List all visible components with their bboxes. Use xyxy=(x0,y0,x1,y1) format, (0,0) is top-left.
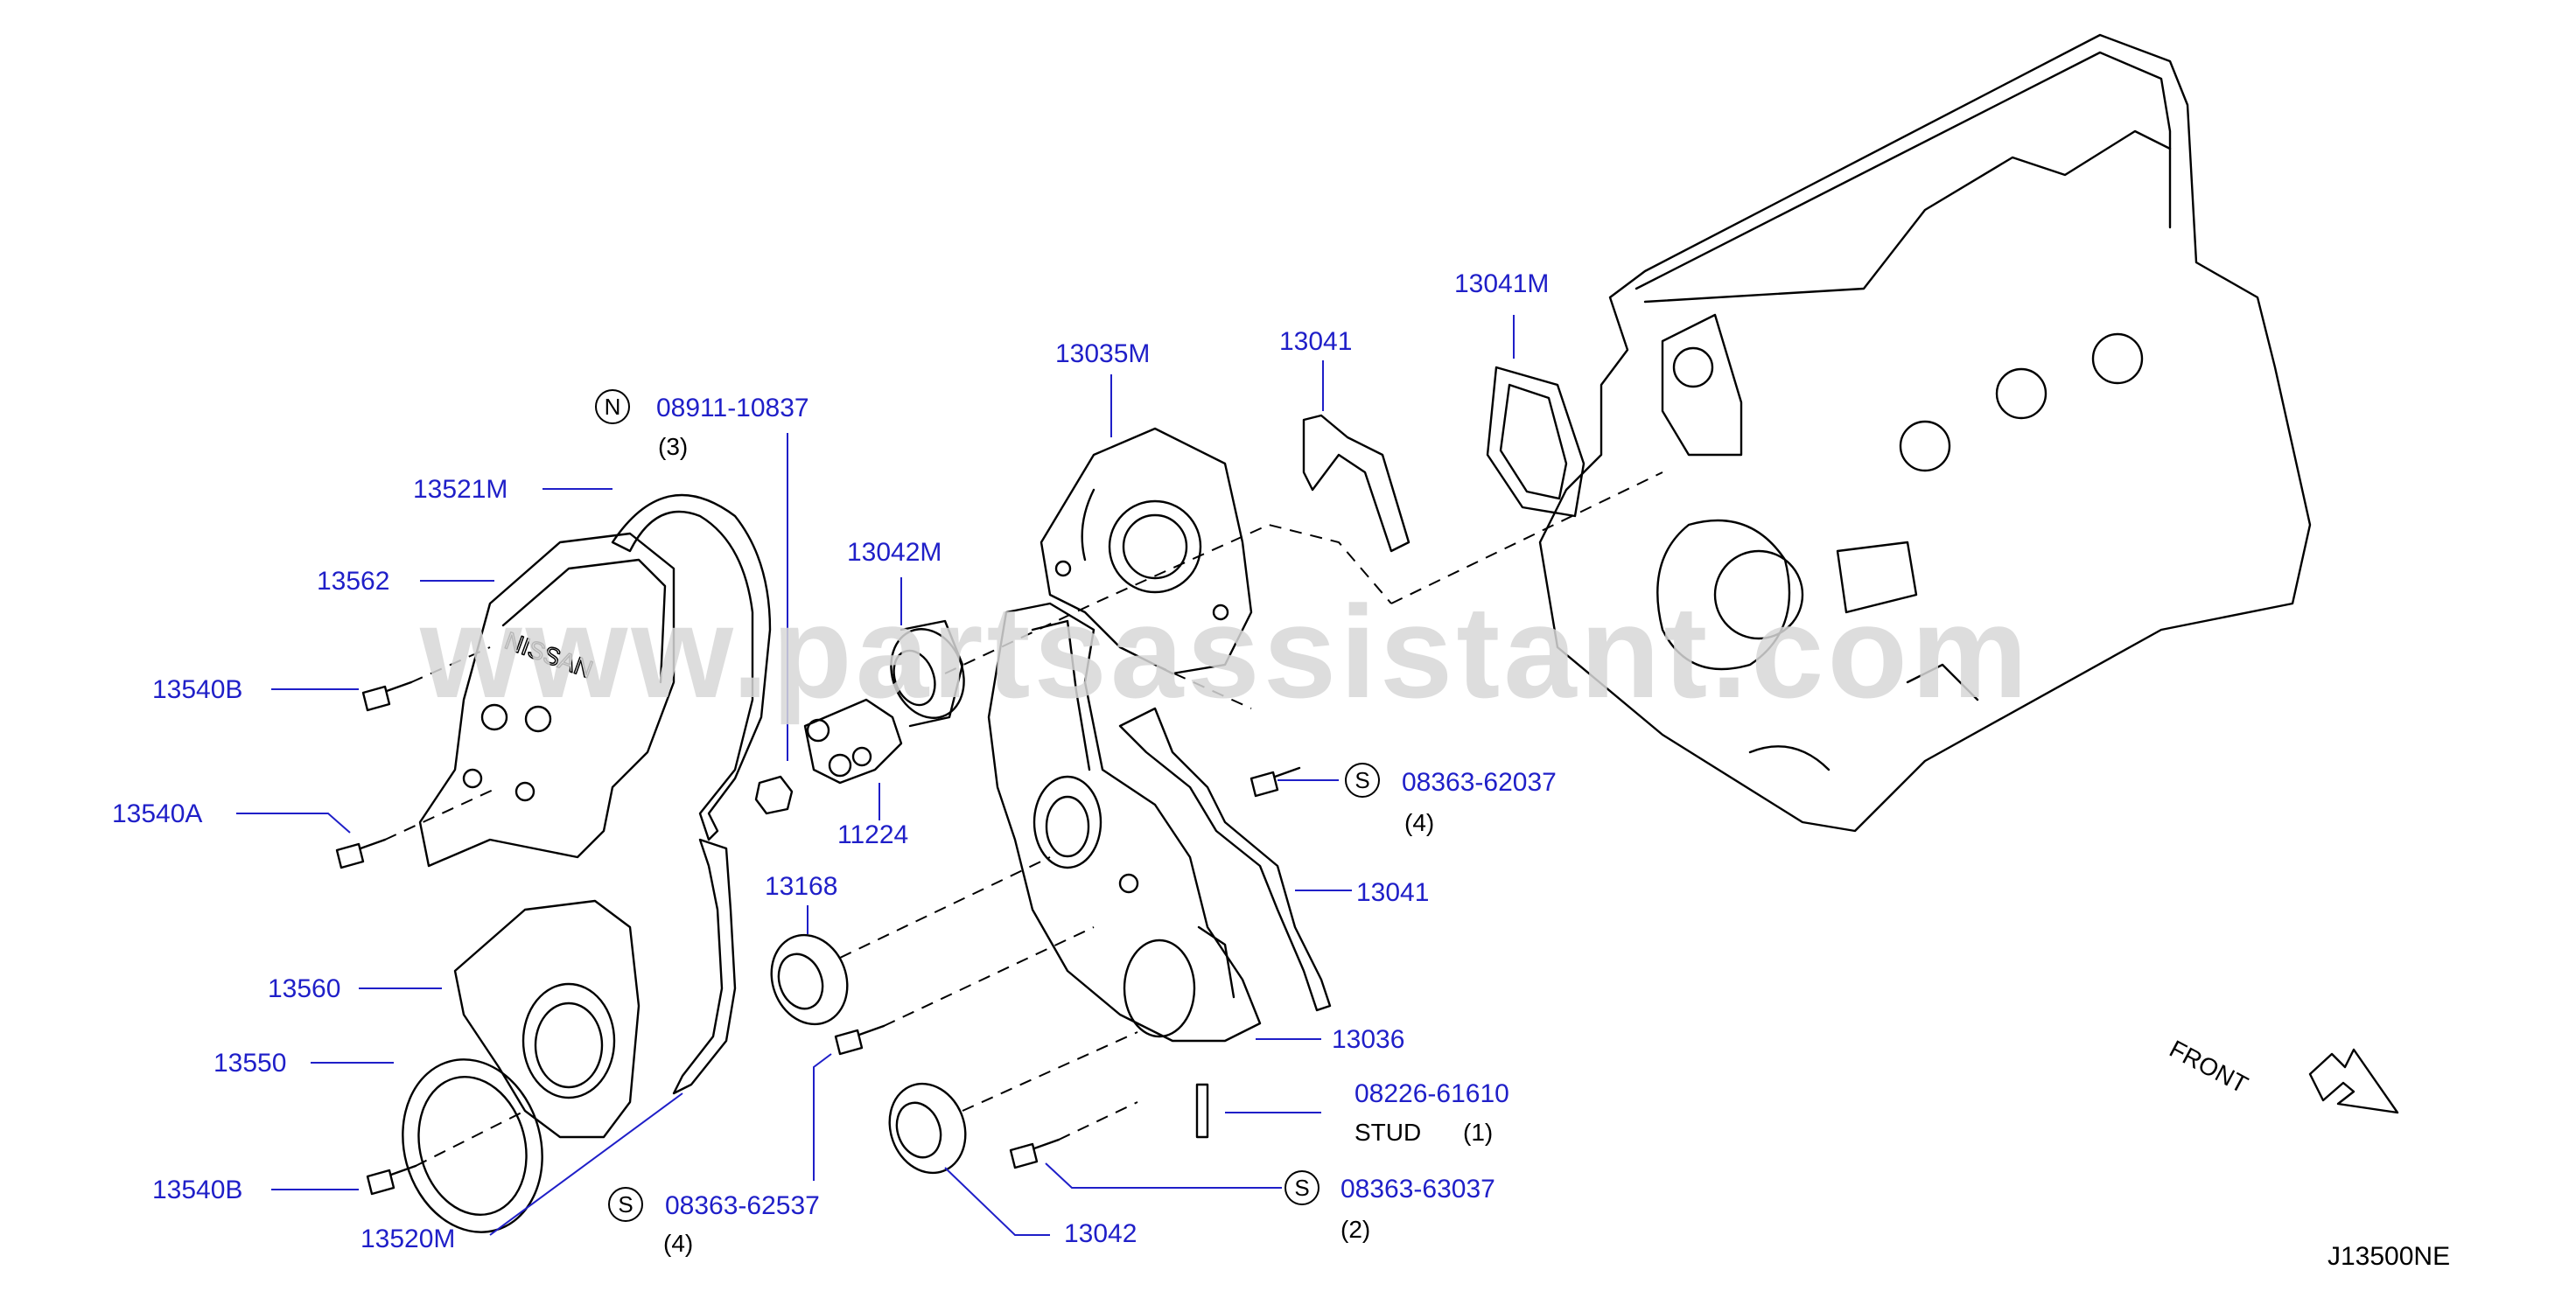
s-symbol-62037: S xyxy=(1345,763,1380,798)
label-13540b-top[interactable]: 13540B xyxy=(152,675,243,704)
bolts xyxy=(335,680,1301,1196)
qty-4-bottom: (4) xyxy=(663,1230,694,1257)
watermark: www.partsassistant.com xyxy=(420,578,2032,725)
label-13560[interactable]: 13560 xyxy=(268,974,341,1003)
front-arrow-icon xyxy=(2308,1048,2399,1114)
qty-3: (3) xyxy=(658,433,689,460)
diagram-code: J13500NE xyxy=(2328,1242,2451,1271)
assembly-lines xyxy=(384,471,1663,1167)
label-08363-62037[interactable]: 08363-62037 xyxy=(1402,768,1557,797)
label-08363-62537[interactable]: 08363-62537 xyxy=(665,1191,820,1220)
tensioner-11224 xyxy=(803,698,903,785)
leader-lines xyxy=(236,315,1515,1236)
label-13041-top[interactable]: 13041 xyxy=(1279,327,1353,356)
label-08911-10837[interactable]: 08911-10837 xyxy=(656,394,809,422)
gasket-13041-top xyxy=(1302,414,1410,553)
label-13041m[interactable]: 13041M xyxy=(1454,269,1550,298)
gasket-13041-mid xyxy=(1118,707,1332,1012)
label-13540b-bottom[interactable]: 13540B xyxy=(152,1176,243,1204)
gasket-13520m xyxy=(672,838,737,1095)
seal-13168 xyxy=(770,933,849,1026)
label-13041-mid[interactable]: 13041 xyxy=(1356,878,1430,907)
qty-4-right: (4) xyxy=(1404,809,1435,836)
label-13540a[interactable]: 13540A xyxy=(112,799,203,828)
label-08226-61610[interactable]: 08226-61610 xyxy=(1354,1079,1509,1108)
label-13520m[interactable]: 13520M xyxy=(360,1225,456,1253)
s-symbol-63037: S xyxy=(1284,1170,1320,1205)
qty-1: (1) xyxy=(1463,1119,1494,1146)
engine-block xyxy=(1538,33,2312,833)
rear-cover-13035m xyxy=(1040,427,1253,675)
label-13521m[interactable]: 13521M xyxy=(413,475,508,504)
qty-2: (2) xyxy=(1340,1216,1371,1243)
plate-13550 xyxy=(402,1058,543,1233)
seal-13042m xyxy=(890,619,965,728)
label-13562[interactable]: 13562 xyxy=(317,567,390,596)
n-symbol: N xyxy=(595,389,630,424)
lower-cover-13560 xyxy=(453,899,640,1139)
label-13042[interactable]: 13042 xyxy=(1064,1219,1138,1248)
label-08363-63037[interactable]: 08363-63037 xyxy=(1340,1175,1495,1204)
nut-08911 xyxy=(754,775,794,815)
s-symbol-62537: S xyxy=(608,1187,643,1222)
front-case-13036 xyxy=(987,602,1262,1043)
label-13550[interactable]: 13550 xyxy=(214,1049,287,1078)
seal-13042 xyxy=(888,1082,967,1175)
label-13035m[interactable]: 13035M xyxy=(1055,339,1151,368)
stud-text: STUD xyxy=(1354,1119,1422,1146)
gasket-13041m xyxy=(1486,366,1586,518)
label-13042m[interactable]: 13042M xyxy=(847,538,942,567)
label-13168[interactable]: 13168 xyxy=(765,872,838,901)
label-11224[interactable]: 11224 xyxy=(837,820,909,849)
label-13036[interactable]: 13036 xyxy=(1332,1025,1405,1054)
gasket-13521m xyxy=(611,493,772,841)
